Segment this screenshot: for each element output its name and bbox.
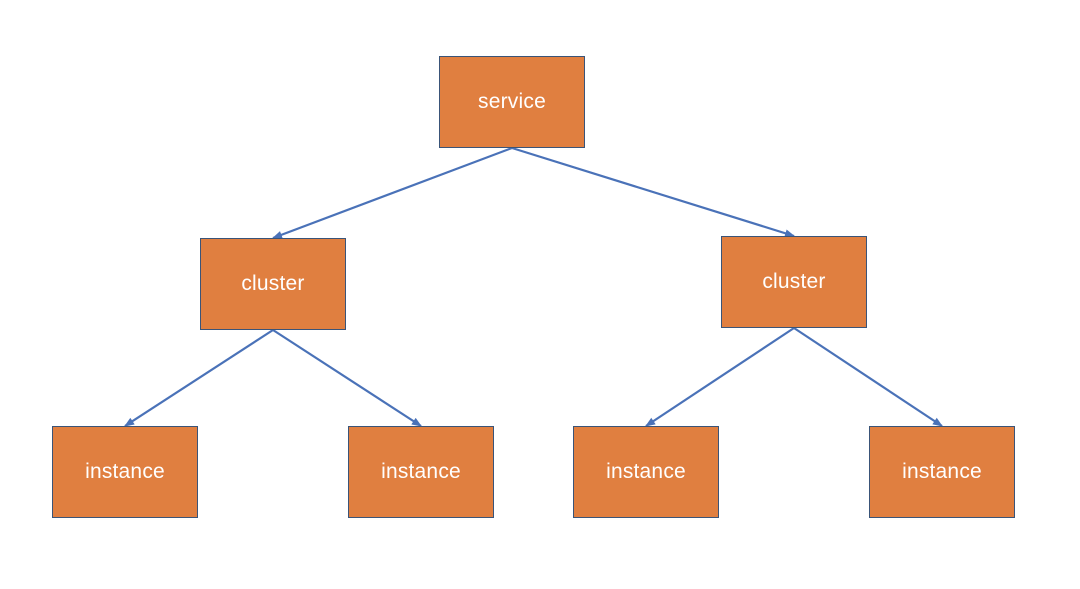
edge-cluster-left-to-instance-1 (124, 329, 274, 427)
edge-service-to-cluster-left (272, 146, 513, 240)
cluster-node-right-label: cluster (762, 270, 826, 293)
edge-cluster-right-to-instance-3 (645, 327, 795, 427)
edge-service-to-cluster-right (511, 146, 795, 238)
instance-node-3: instance (573, 426, 719, 518)
edge-cluster-left-to-instance-2 (272, 329, 422, 427)
instance-node-4: instance (869, 426, 1015, 518)
instance-node-1-label: instance (85, 460, 165, 483)
edge-cluster-right-to-instance-4 (793, 327, 943, 427)
instance-node-2: instance (348, 426, 494, 518)
service-node-label: service (478, 90, 546, 113)
service-node: service (439, 56, 585, 148)
instance-node-2-label: instance (381, 460, 461, 483)
instance-node-1: instance (52, 426, 198, 518)
instance-node-3-label: instance (606, 460, 686, 483)
instance-node-4-label: instance (902, 460, 982, 483)
cluster-node-right: cluster (721, 236, 867, 328)
cluster-node-left: cluster (200, 238, 346, 330)
cluster-node-left-label: cluster (241, 272, 305, 295)
